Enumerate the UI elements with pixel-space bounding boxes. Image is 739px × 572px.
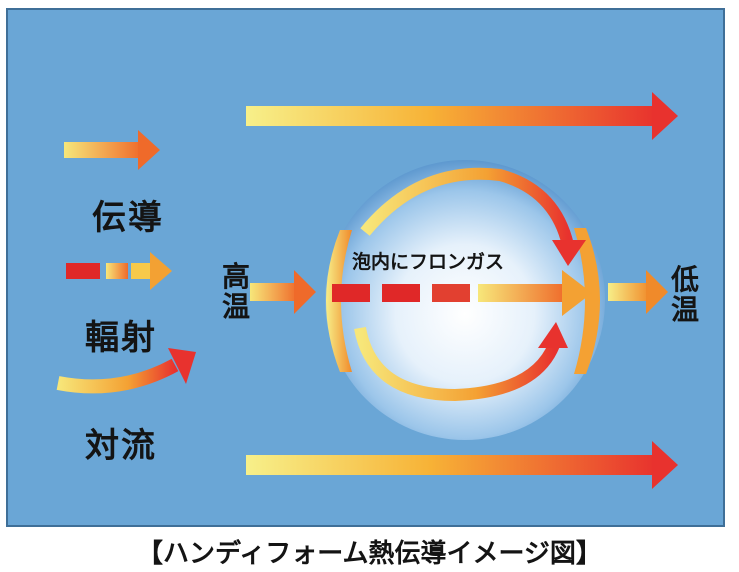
legend-convection-label: 対流 bbox=[85, 426, 157, 466]
diagram-caption: 【ハンディフォーム熱伝導イメージ図】 bbox=[137, 539, 602, 569]
inflow-arrow bbox=[250, 270, 316, 314]
low-temp-label: 低温 bbox=[670, 263, 699, 326]
conduction-arrow-icon bbox=[64, 130, 160, 170]
legend-radiation-label: 輻射 bbox=[85, 318, 157, 358]
bubble-top-arc-arrow bbox=[360, 167, 586, 266]
bubble-bottom-arc-arrow bbox=[354, 322, 568, 402]
outflow-arrow bbox=[608, 270, 668, 314]
bottom-flow-arrow bbox=[246, 441, 678, 489]
heat-transfer-diagram bbox=[56, 92, 678, 489]
radiation-arrow-icon bbox=[66, 252, 172, 290]
bubble-gas-label: 泡内にフロンガス bbox=[352, 251, 505, 273]
high-temp-label: 高温 bbox=[221, 260, 250, 323]
top-flow-arrow bbox=[246, 92, 678, 140]
bubble-radiation-arrow bbox=[332, 270, 592, 316]
legend-conduction-label: 伝導 bbox=[92, 198, 164, 238]
convection-arrow-icon bbox=[56, 348, 196, 394]
